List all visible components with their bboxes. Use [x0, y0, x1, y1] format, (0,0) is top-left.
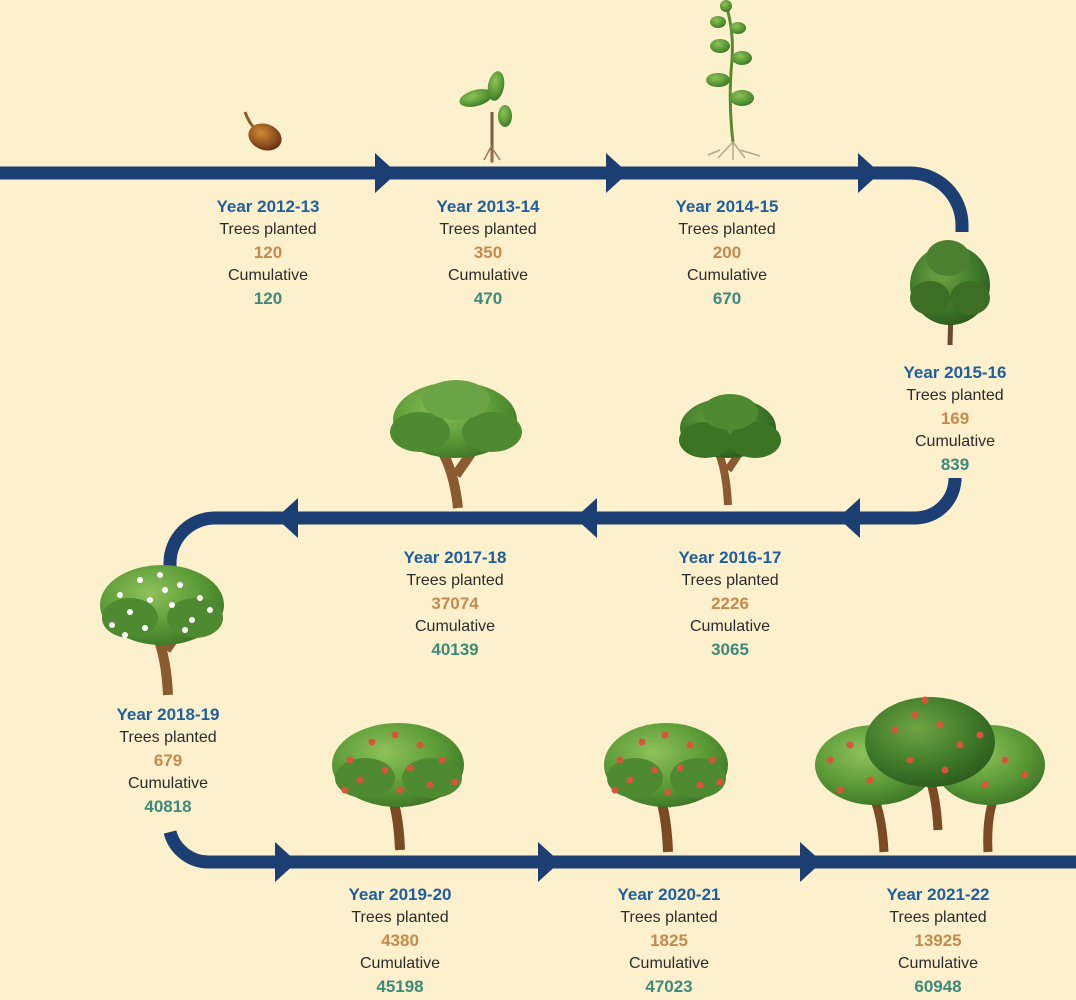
- timeline-entry-2019-20: Year 2019-20 Trees planted 4380 Cumulati…: [290, 883, 510, 998]
- trees-planted-label: Trees planted: [678, 221, 776, 238]
- trees-planted-value: 120: [253, 243, 283, 262]
- timeline-path: [0, 166, 1076, 869]
- trees-planted-value: 200: [712, 243, 742, 262]
- year-label: Year 2016-17: [678, 548, 782, 567]
- trees-planted-label: Trees planted: [219, 221, 317, 238]
- trees-planted-label: Trees planted: [889, 909, 987, 926]
- cumulative-value: 839: [940, 455, 970, 474]
- seed-icon: [243, 111, 282, 151]
- cumulative-value: 40818: [144, 797, 192, 816]
- trees-planted-value: 4380: [381, 931, 419, 950]
- year-label: Year 2019-20: [348, 885, 452, 904]
- trees-planted-label: Trees planted: [119, 729, 217, 746]
- tree-icon: [679, 394, 781, 506]
- trees-planted-label: Trees planted: [681, 572, 779, 589]
- arrow-right-icon: [858, 153, 880, 193]
- year-label: Year 2012-13: [216, 197, 320, 216]
- cumulative-value: 45198: [376, 977, 424, 996]
- cumulative-value: 120: [253, 289, 283, 308]
- cumulative-value: 47023: [645, 977, 693, 996]
- timeline-entry-2021-22: Year 2021-22 Trees planted 13925 Cumulat…: [828, 883, 1048, 998]
- cumulative-value: 670: [712, 289, 742, 308]
- timeline-entry-2015-16: Year 2015-16 Trees planted 169 Cumulativ…: [845, 361, 1065, 476]
- cumulative-label: Cumulative: [628, 955, 710, 972]
- cumulative-label: Cumulative: [686, 267, 768, 284]
- flowering-tree-icon: [100, 565, 224, 696]
- timeline-entry-2017-18: Year 2017-18 Trees planted 37074 Cumulat…: [345, 546, 565, 661]
- cumulative-label: Cumulative: [127, 775, 209, 792]
- cumulative-label: Cumulative: [359, 955, 441, 972]
- timeline-entry-2014-15: Year 2014-15 Trees planted 200 Cumulativ…: [617, 195, 837, 310]
- trees-planted-value: 13925: [914, 931, 962, 950]
- sprout-icon: [459, 71, 512, 163]
- timeline-entry-2013-14: Year 2013-14 Trees planted 350 Cumulativ…: [378, 195, 598, 310]
- cumulative-value: 60948: [914, 977, 962, 996]
- year-label: Year 2017-18: [403, 548, 507, 567]
- trees-planted-value: 169: [940, 409, 970, 428]
- cumulative-label: Cumulative: [447, 267, 529, 284]
- trees-planted-value: 1825: [650, 931, 688, 950]
- trees-planted-label: Trees planted: [351, 909, 449, 926]
- arrow-right-icon: [375, 153, 397, 193]
- cumulative-label: Cumulative: [689, 618, 771, 635]
- year-label: Year 2014-15: [675, 197, 779, 216]
- cumulative-label: Cumulative: [227, 267, 309, 284]
- young-tree-icon: [910, 240, 990, 346]
- trees-planted-label: Trees planted: [439, 221, 537, 238]
- trees-planted-label: Trees planted: [406, 572, 504, 589]
- cumulative-label: Cumulative: [897, 955, 979, 972]
- fruit-tree-icon: [604, 723, 728, 853]
- tree-icon: [390, 380, 522, 509]
- trees-planted-value: 350: [473, 243, 503, 262]
- cumulative-value: 40139: [431, 640, 479, 659]
- cumulative-label: Cumulative: [414, 618, 496, 635]
- arrow-right-icon: [538, 842, 560, 882]
- arrow-left-icon: [575, 498, 597, 538]
- trees-planted-label: Trees planted: [620, 909, 718, 926]
- cumulative-value: 470: [473, 289, 503, 308]
- timeline-entry-2016-17: Year 2016-17 Trees planted 2226 Cumulati…: [620, 546, 840, 661]
- timeline-entry-2012-13: Year 2012-13 Trees planted 120 Cumulativ…: [158, 195, 378, 310]
- path-arrows: [275, 153, 880, 882]
- year-label: Year 2020-21: [617, 885, 721, 904]
- year-label: Year 2015-16: [903, 363, 1007, 382]
- arrow-left-icon: [276, 498, 298, 538]
- trees-planted-value: 37074: [431, 594, 479, 613]
- orchard-icon: [815, 696, 1045, 853]
- fruit-tree-icon: [332, 723, 464, 851]
- year-label: Year 2021-22: [886, 885, 990, 904]
- arrow-right-icon: [606, 153, 628, 193]
- trees-planted-value: 679: [153, 751, 183, 770]
- trees-planted-value: 2226: [711, 594, 749, 613]
- cumulative-label: Cumulative: [914, 433, 996, 450]
- arrow-left-icon: [838, 498, 860, 538]
- year-label: Year 2018-19: [116, 705, 220, 724]
- sapling-icon: [706, 0, 761, 160]
- arrow-right-icon: [800, 842, 822, 882]
- timeline-entry-2020-21: Year 2020-21 Trees planted 1825 Cumulati…: [559, 883, 779, 998]
- timeline-entry-2018-19: Year 2018-19 Trees planted 679 Cumulativ…: [58, 703, 278, 818]
- cumulative-value: 3065: [711, 640, 749, 659]
- year-label: Year 2013-14: [436, 197, 540, 216]
- arrow-right-icon: [275, 842, 297, 882]
- trees-planted-label: Trees planted: [906, 387, 1004, 404]
